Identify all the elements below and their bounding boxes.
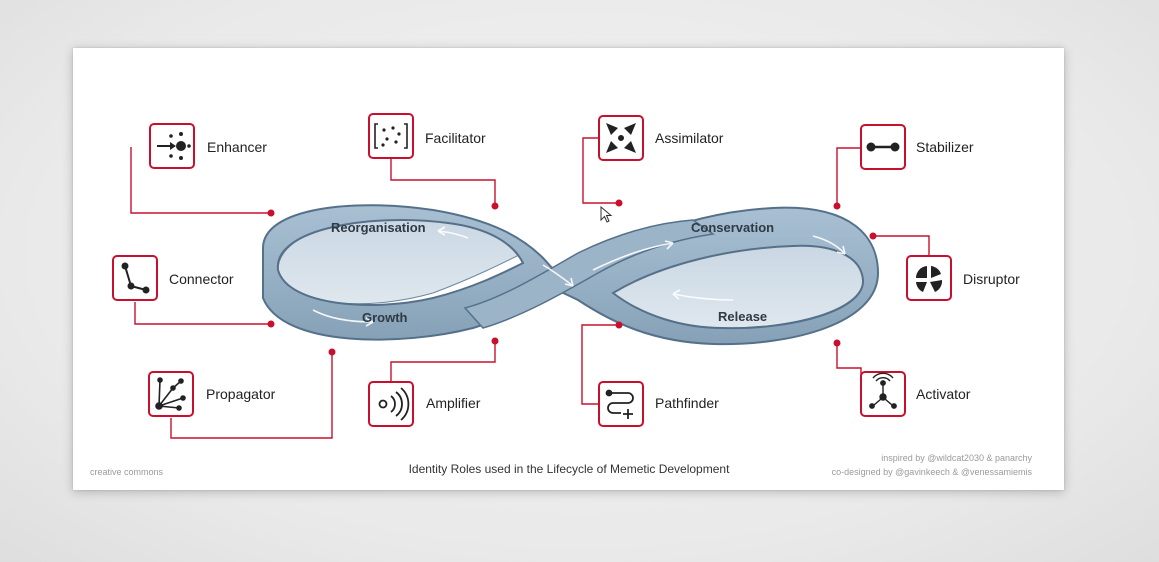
infinity-loop <box>262 204 880 346</box>
amplifier-box <box>368 381 414 427</box>
disruptor-box <box>906 255 952 301</box>
amplifier-label: Amplifier <box>426 395 481 411</box>
lifecycle-diagram: Reorganisation Conservation Growth Relea… <box>90 113 1033 477</box>
role-activator: Activator <box>833 339 971 417</box>
role-amplifier: Amplifier <box>368 337 499 427</box>
role-connector: Connector <box>112 255 275 328</box>
connector-box <box>112 255 158 301</box>
activator-label: Activator <box>916 386 971 402</box>
pathfinder-box <box>598 381 644 427</box>
connector-icon <box>121 262 150 294</box>
role-enhancer: Enhancer <box>130 123 275 217</box>
role-propagator: Propagator <box>148 348 336 439</box>
mouse-cursor-icon <box>600 206 613 223</box>
pathfinder-icon <box>605 389 634 419</box>
role-facilitator: Facilitator <box>368 113 499 210</box>
slide: Reorganisation Conservation Growth Relea… <box>73 48 1064 490</box>
diagram-title: Identity Roles used in the Lifecycle of … <box>409 462 730 476</box>
credit-inspired: inspired by @wildcat2030 & panarchy <box>881 453 1032 463</box>
credit-codesigned: co-designed by @gavinkeech & @venessamie… <box>832 467 1033 477</box>
phase-conservation: Conservation <box>691 220 774 235</box>
propagator-box <box>148 371 194 417</box>
stabilizer-label: Stabilizer <box>916 139 974 155</box>
stabilizer-icon <box>866 142 900 152</box>
facilitator-label: Facilitator <box>425 130 486 146</box>
license-text: creative commons <box>90 467 164 477</box>
enhancer-label: Enhancer <box>207 139 267 155</box>
phase-growth: Growth <box>362 310 408 325</box>
role-disruptor: Disruptor <box>869 232 1020 301</box>
phase-reorganisation: Reorganisation <box>331 220 426 235</box>
propagator-icon <box>155 377 186 411</box>
phase-release: Release <box>718 309 767 324</box>
role-pathfinder: Pathfinder <box>581 321 719 427</box>
enhancer-icon <box>157 132 191 160</box>
propagator-label: Propagator <box>206 386 276 402</box>
facilitator-box <box>368 113 414 159</box>
assimilator-icon <box>606 123 636 153</box>
disruptor-label: Disruptor <box>963 271 1020 287</box>
pathfinder-label: Pathfinder <box>655 395 719 411</box>
facilitator-icon <box>374 123 408 149</box>
assimilator-label: Assimilator <box>655 130 724 146</box>
role-assimilator: Assimilator <box>582 115 724 207</box>
disruptor-icon <box>915 266 943 292</box>
connector-label: Connector <box>169 271 234 287</box>
activator-icon <box>869 372 897 409</box>
role-stabilizer: Stabilizer <box>833 124 974 210</box>
amplifier-icon <box>378 387 410 421</box>
